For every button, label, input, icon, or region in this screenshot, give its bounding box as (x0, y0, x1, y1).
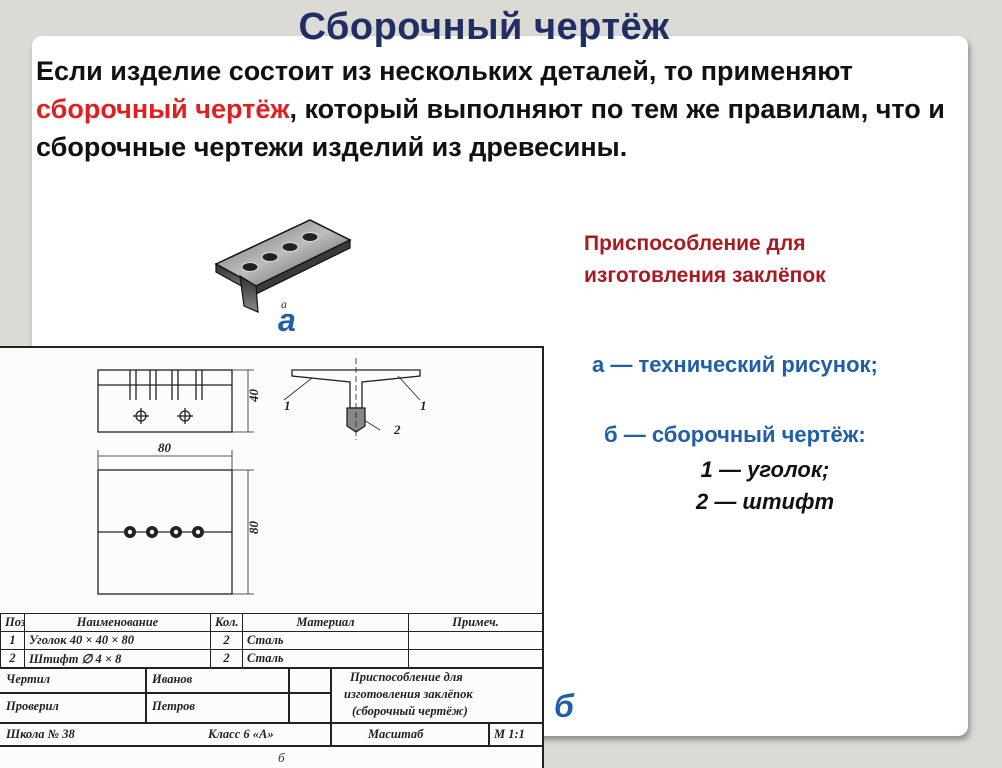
checked-by-label: Проверил (6, 699, 59, 713)
table-row: 2 Штифт ∅ 4 × 8 2 Сталь (0, 649, 543, 668)
bom-cell (408, 649, 543, 668)
intro-text-end: , который выполняют по тем же правилам, … (36, 94, 945, 162)
scale-value: М 1:1 (494, 727, 525, 741)
intro-paragraph: Если изделие состоит из нескольких детал… (36, 52, 966, 166)
device-title: Приспособление для изготовления заклёпок (584, 232, 826, 287)
bom-cell: 2 (210, 649, 243, 668)
legend-part-1: 1 — уголок; (700, 457, 830, 482)
table-row: 1 Уголок 40 × 40 × 80 2 Сталь (0, 631, 543, 650)
school-label: Школа № 38 (6, 727, 75, 741)
callout-2: 2 (393, 422, 401, 437)
bom-cell: 1 (0, 631, 25, 650)
isometric-sketch-image (214, 219, 352, 313)
stamp-title-line-1: Приспособление для (350, 670, 463, 684)
title-block: Чертил Иванов Проверил Петров Приспособл… (0, 667, 542, 747)
scale-label: Масштаб (368, 727, 424, 741)
figure-letter-a: а (278, 302, 296, 338)
bom-cell: Штифт ∅ 4 × 8 (24, 649, 211, 668)
drawn-by-label: Чертил (6, 672, 51, 686)
assembly-drawing-views: 40 80 80 1 1 2 (97, 358, 427, 595)
bom-header-cell: Материал (242, 613, 409, 632)
slide-title: Сборочный чертёж (298, 6, 670, 48)
stamp-title-line-3: (сборочный чертёж) (352, 704, 468, 718)
drawn-by-name: Иванов (152, 672, 193, 686)
legend-assembly-drawing: б — сборочный чертёж: (604, 422, 866, 447)
bom-header-cell: Поз. (0, 613, 25, 632)
iso-caption: а (281, 297, 287, 311)
assembly-drawing-sheet: 40 80 80 1 1 2 Поз. Наименование Кол. Ма… (0, 346, 544, 768)
bom-header-cell: Наименование (24, 613, 211, 632)
bom-header-cell: Кол. (210, 613, 243, 632)
bom-cell: 2 (0, 649, 25, 668)
figure-letter-b: б (554, 688, 574, 724)
intro-highlight: сборочный чертёж (36, 94, 290, 124)
class-label: Класс 6 «А» (208, 727, 274, 741)
stamp-title-line-2: изготовления заклёпок (344, 687, 473, 701)
bom-cell: Сталь (242, 631, 409, 650)
legend-technical-drawing: а — технический рисунок; (592, 352, 878, 377)
bom-cell: 2 (210, 631, 243, 650)
bom-cell (408, 631, 543, 650)
dimension-40: 40 (246, 389, 261, 404)
legend-part-2: 2 — штифт (695, 489, 835, 514)
bom-header-cell: Примеч. (408, 613, 543, 632)
dimension-80-vertical: 80 (246, 521, 261, 535)
callout-1-right: 1 (420, 398, 427, 413)
drawing-caption: б (278, 750, 285, 765)
bom-table: Поз. Наименование Кол. Материал Примеч. … (0, 613, 543, 668)
bom-header-row: Поз. Наименование Кол. Материал Примеч. (0, 613, 543, 632)
checked-by-name: Петров (152, 699, 195, 713)
dimension-80-horizontal: 80 (158, 440, 172, 455)
bom-cell: Уголок 40 × 40 × 80 (24, 631, 211, 650)
intro-text-start: Если изделие состоит из нескольких детал… (36, 56, 853, 86)
bom-cell: Сталь (242, 649, 409, 668)
callout-1-left: 1 (284, 398, 291, 413)
